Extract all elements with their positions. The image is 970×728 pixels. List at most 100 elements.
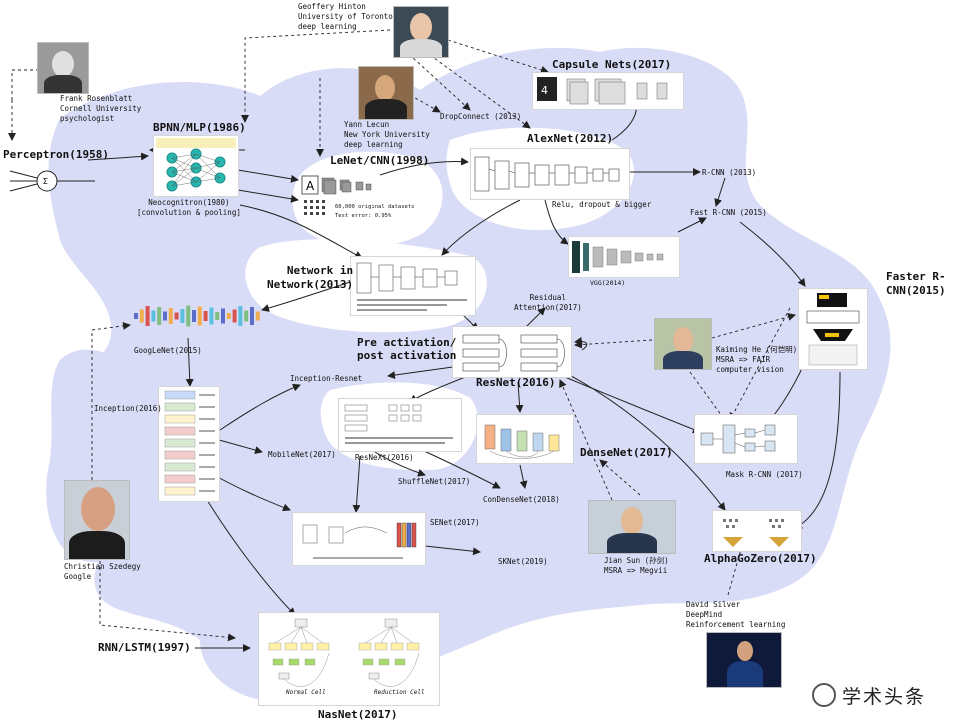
- googlenet-block: [157, 307, 162, 325]
- nasnet-reduction-cell-label: Reduction Cell: [374, 689, 425, 696]
- resnet-figure: [452, 326, 572, 378]
- watermark-logo: [812, 683, 836, 707]
- faster-rcnn-label: Faster R- CNN(2015): [886, 270, 946, 297]
- svg-text:Σ: Σ: [43, 177, 48, 186]
- googlenet-block: [186, 305, 191, 327]
- googlenet-block: [168, 308, 173, 324]
- edge-perceptron-bpnn: [87, 152, 149, 161]
- googlenet-block: [226, 313, 231, 319]
- faster-rcnn-figure: [798, 288, 868, 370]
- googlenet-block: [215, 312, 220, 320]
- nasnet-normal-cell-label: Normal Cell: [286, 689, 326, 696]
- edge-vgg-fast: [677, 217, 707, 233]
- edge-rcnn-fast: [714, 177, 726, 207]
- dash-he-resnet: [574, 339, 653, 349]
- resnext-label: ResNeXt(2016): [355, 453, 414, 462]
- capsule-figure: 4: [532, 72, 684, 110]
- dash-szegedy-googlenet: [91, 321, 131, 480]
- rosenblatt-caption: Frank Rosenblatt Cornell University psyc…: [60, 94, 142, 123]
- edge-resnet-alphago: [555, 367, 726, 511]
- kaiming-he-caption: Kaiming He (何恺明) MSRA => FAIR computer v…: [716, 345, 798, 374]
- senet-label: SENet(2017): [430, 518, 480, 527]
- david-silver-photo: [706, 632, 782, 688]
- vgg-label: VGG(2014): [590, 279, 626, 287]
- vgg-figure: [568, 236, 680, 278]
- googlenet-block: [151, 310, 156, 322]
- dash-sun-resnet: [559, 379, 613, 501]
- rcnn-label: R-CNN (2013): [702, 168, 757, 177]
- edge-resnet-resatt: [524, 307, 546, 329]
- fast-rcnn-label: Fast R-CNN (2015): [690, 208, 767, 217]
- inception-label: Inception(2016): [94, 404, 162, 413]
- watermark-text: 学术头条: [842, 686, 927, 708]
- dash-hinton-dropconnect: [399, 45, 471, 111]
- senet-figure: [292, 512, 426, 566]
- svg-text:A: A: [306, 179, 315, 193]
- lenet-figure: A: [300, 172, 382, 230]
- hinton-caption: Geoffery Hinton University of Toronto de…: [298, 2, 393, 31]
- edge-neocog-lenet: [237, 189, 299, 203]
- edge-resnet-incres: [387, 365, 461, 379]
- neocognitron-label: Neocognitron(1980) [convolution & poolin…: [137, 198, 241, 217]
- edge-fast-faster: [739, 221, 806, 287]
- residual-attention-label: Residual Attention(2017): [514, 293, 582, 312]
- bpnn-label: BPNN/MLP(1986): [153, 121, 246, 134]
- edge-alexnet-vgg: [544, 199, 569, 245]
- hinton-photo: [393, 6, 449, 58]
- edge-resnet-densenet: [515, 381, 524, 413]
- dash-silver-alphago: [727, 534, 747, 596]
- edge-bpnn-nin: [239, 204, 363, 259]
- edge-resnext-shufflenet: [371, 449, 426, 477]
- rosenblatt-photo: [37, 42, 89, 94]
- alphagozero-label: AlphaGoZero(2017): [704, 552, 817, 565]
- densenet-figure: [476, 414, 574, 464]
- nasnet-figure: [258, 612, 440, 706]
- lecun-photo: [358, 66, 414, 120]
- densenet-label: DenseNet(2017): [580, 446, 673, 459]
- googlenet-block: [244, 310, 249, 322]
- nin-label: Network in Network(2013): [267, 264, 354, 291]
- dash-sun-densenet: [599, 459, 641, 496]
- googlenet-block: [192, 310, 196, 322]
- mobilenet-label: MobileNet(2017): [268, 450, 336, 459]
- googlenet-block: [203, 311, 208, 321]
- mask-rcnn-figure: [694, 414, 798, 464]
- lenet-label: LeNet/CNN(1998): [330, 154, 430, 167]
- lecun-caption: Yann Lecun New York University deep lear…: [344, 120, 430, 149]
- googlenet-block: [209, 307, 214, 325]
- googlenet-block: [139, 309, 144, 323]
- edge-senet-sknet: [424, 545, 481, 556]
- edge-googlenet-inception: [185, 337, 194, 387]
- edge-inception-incres: [219, 383, 301, 431]
- szegedy-caption: Christian Szedegy Google: [64, 562, 141, 581]
- googlenet-figure: [132, 296, 262, 336]
- bpnn-figure: [153, 135, 239, 197]
- edge-resnet-mask: [559, 374, 701, 434]
- resnext-figure: [338, 398, 462, 452]
- sknet-label: SKNet(2019): [498, 557, 548, 566]
- dash-hinton-alexnet: [429, 54, 531, 129]
- david-silver-caption: David Silver DeepMind Reinforcement lear…: [686, 600, 786, 629]
- lenet-dataset-text: 60,000 original datasets: [335, 204, 415, 210]
- googlenet-block: [238, 306, 243, 326]
- dropconnect-label: DropConnect (2013): [440, 112, 522, 121]
- dash-hinton-bpnn: [241, 29, 391, 123]
- googlenet-block: [134, 313, 138, 319]
- edge-alexnet-nin: [441, 199, 521, 256]
- edge-lenet-alexnet: [379, 157, 469, 176]
- edge-inception-mobilenet: [211, 437, 263, 454]
- edge-faster-alphago: [794, 371, 841, 529]
- perceptron-label: Perceptron(1958): [3, 148, 109, 161]
- lenet-error-text: Test error: 0.95%: [335, 213, 392, 219]
- pre-activation-label: Pre activation/ post activation: [357, 336, 457, 362]
- alexnet-label: AlexNet(2012): [527, 132, 614, 145]
- googlenet-block: [232, 309, 237, 323]
- inception-resnet-label: Inception-Resnet: [290, 374, 363, 383]
- condensenet-label: ConDenseNet(2018): [483, 495, 560, 504]
- relu-dropout-label: Relu, dropout & bigger: [552, 200, 652, 209]
- alphagozero-figure: [712, 510, 802, 552]
- kaiming-he-photo: [654, 318, 712, 370]
- googlenet-block: [221, 308, 225, 324]
- mask-rcnn-label: Mask R-CNN (2017): [726, 470, 803, 479]
